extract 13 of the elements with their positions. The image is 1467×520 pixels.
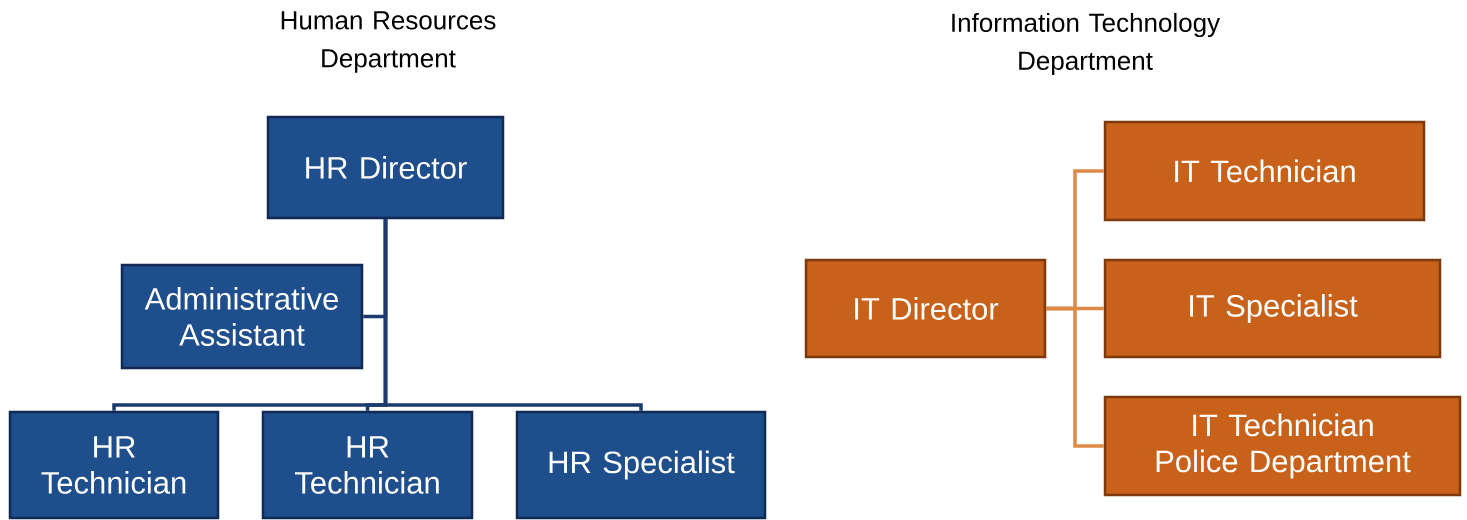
org-box: HR Technician	[8, 410, 220, 520]
org-box: IT Specialist	[1103, 258, 1442, 359]
org-box: HR Director	[266, 115, 505, 220]
connector-line	[383, 219, 643, 411]
org-box: IT Technician Police Department	[1103, 395, 1462, 497]
department-heading: Human Resources Department	[281, 11, 496, 73]
connector-line	[1046, 306, 1104, 448]
department-heading: Information Technology Department	[952, 12, 1221, 76]
org-box: IT Technician	[1103, 120, 1426, 222]
org-box: IT Director	[804, 258, 1047, 359]
org-box: HR Specialist	[515, 410, 767, 520]
org-box: HR Technician	[261, 410, 474, 520]
org-box: Administrative Assistant	[120, 263, 364, 370]
